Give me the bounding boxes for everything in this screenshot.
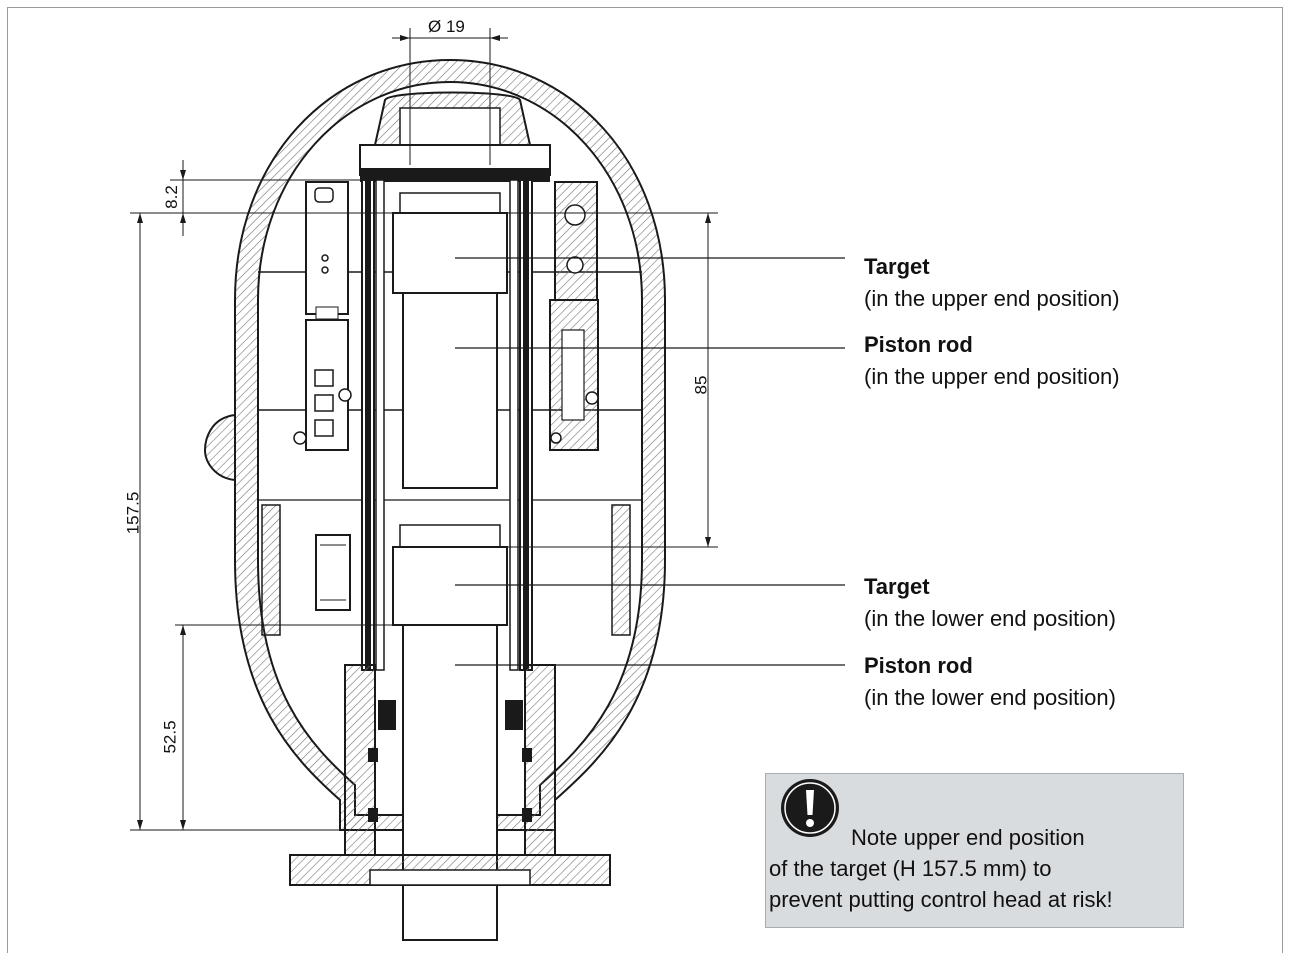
- warning-note: Note upper end position of the target (H…: [765, 773, 1184, 928]
- callout-title: Target: [864, 254, 930, 279]
- callout-subtitle: (in the lower end position): [864, 606, 1116, 631]
- dim-target-travel: 85: [691, 375, 711, 395]
- target-upper-cap: [399, 192, 501, 214]
- left-sensor-upper: [305, 181, 349, 315]
- target-upper: [392, 212, 508, 294]
- callout-target-upper: Target (in the upper end position): [864, 251, 1120, 315]
- exclamation-icon: [781, 779, 839, 837]
- right-sensor-upper: [554, 181, 598, 301]
- housing-shell: [234, 58, 666, 831]
- piston-rod-upper: [402, 292, 498, 489]
- dim-lower-height: 52.5: [160, 720, 180, 754]
- callout-subtitle: (in the upper end position): [864, 364, 1120, 389]
- callout-subtitle: (in the upper end position): [864, 286, 1120, 311]
- callout-subtitle: (in the lower end position): [864, 685, 1116, 710]
- piston-rod-lower: [402, 624, 498, 941]
- dim-total-height: 157.5: [123, 491, 143, 535]
- callout-title: Piston rod: [864, 653, 973, 678]
- target-lower: [392, 546, 508, 626]
- note-line-1: Note upper end position: [851, 825, 1085, 850]
- warning-note-text: Note upper end position of the target (H…: [769, 822, 1113, 915]
- note-line-2: of the target (H 157.5 mm) to: [769, 856, 1052, 881]
- target-lower-cap: [399, 524, 501, 548]
- callout-title: Target: [864, 574, 930, 599]
- dim-top-offset: 8.2: [161, 185, 181, 209]
- dim-diameter: Ø 19: [428, 17, 465, 36]
- callout-target-lower: Target (in the lower end position): [864, 571, 1116, 635]
- side-boss: [203, 413, 236, 482]
- note-line-3: prevent putting control head at risk!: [769, 887, 1113, 912]
- callout-piston-lower: Piston rod (in the lower end position): [864, 650, 1116, 714]
- callout-title: Piston rod: [864, 332, 973, 357]
- drawing-frame: [7, 7, 1283, 953]
- callout-piston-upper: Piston rod (in the upper end position): [864, 329, 1120, 393]
